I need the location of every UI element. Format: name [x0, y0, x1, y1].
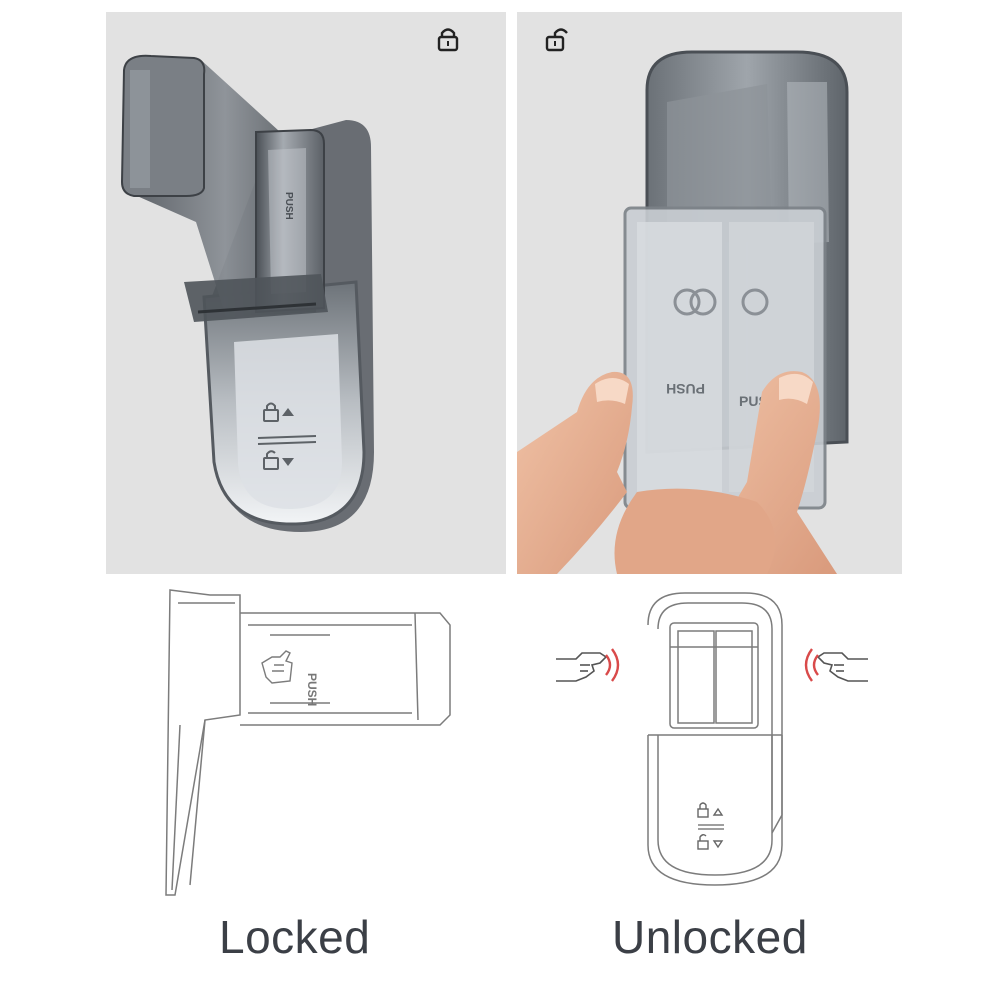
unlock-down-symbol [697, 834, 724, 850]
right-push-hand-icon [816, 652, 868, 682]
right-push-wave-outer [804, 648, 813, 682]
unlocked-padlock-icon [545, 26, 571, 52]
svg-text:PUSH: PUSH [283, 192, 294, 220]
locked-padlock-icon [435, 26, 461, 52]
lock-up-icon [263, 402, 294, 422]
locked-side-view-diagram: PUSH [165, 589, 451, 896]
locked-photo-panel: PUSH [106, 12, 506, 574]
unlocked-photo-panel: PUSH PUSH [517, 12, 902, 574]
push-label-left: PUSH [666, 381, 705, 397]
unlocked-front-view-diagram [556, 592, 868, 886]
right-push-wave [812, 654, 819, 676]
locked-latch-illustration: PUSH [120, 54, 374, 532]
left-push-hand-icon [556, 652, 608, 682]
lock-up-symbol [697, 802, 724, 818]
unlocking-hand-illustration: PUSH PUSH [517, 50, 849, 574]
left-push-wave [605, 654, 612, 676]
unlock-down-icon [263, 450, 294, 470]
unlocked-caption: Unlocked [612, 911, 808, 963]
locked-caption: Locked [219, 911, 371, 963]
push-label: PUSH [305, 673, 319, 706]
push-hand-icon [261, 650, 293, 684]
left-push-wave-outer [611, 648, 620, 682]
